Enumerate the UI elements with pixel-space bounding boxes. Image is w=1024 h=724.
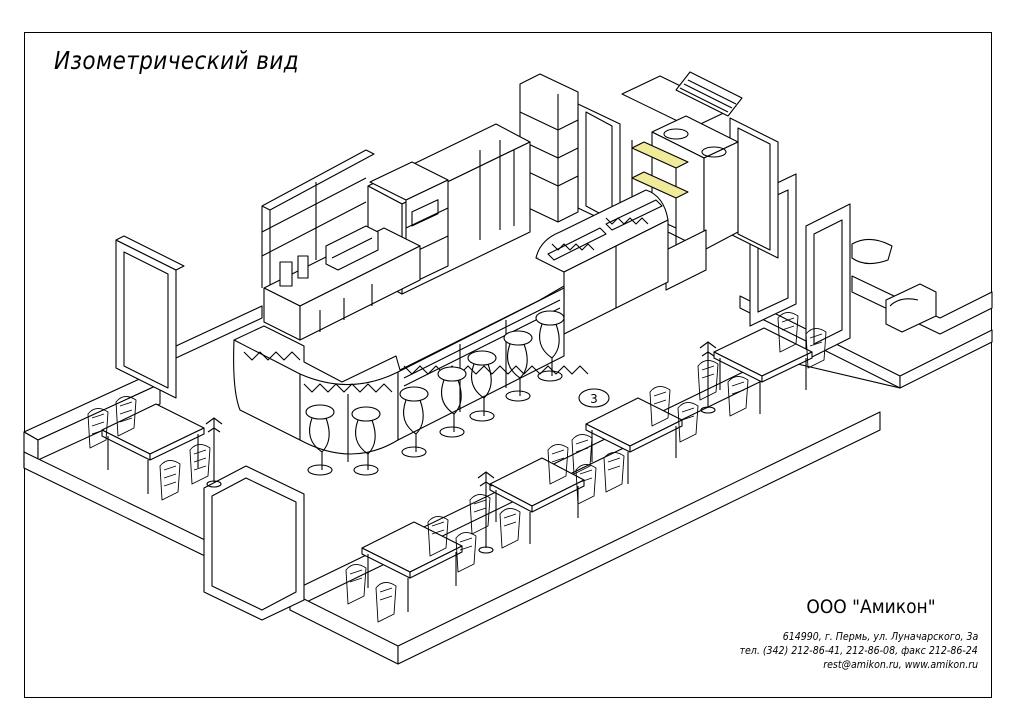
drawing-title: Изометрический вид — [54, 46, 300, 75]
company-address: 614990, г. Пермь, ул. Луначарского, 3а — [782, 631, 978, 643]
kitchen-hood — [622, 72, 742, 128]
kitchen-rack — [632, 140, 706, 290]
bar-stool — [536, 311, 564, 381]
back-bar — [262, 150, 420, 340]
dining-tables — [102, 328, 812, 612]
zone-label: 3 — [590, 392, 598, 406]
bar-stool — [468, 351, 496, 421]
bar-stool — [306, 405, 334, 475]
door-kitchen-1 — [578, 104, 620, 228]
zone-marker — [579, 389, 609, 407]
coat-stands — [206, 342, 716, 553]
door-right-2 — [806, 204, 850, 360]
bar-stool — [400, 387, 428, 457]
drawing-frame — [24, 32, 992, 698]
dining-table — [102, 404, 204, 494]
company-contacts: rest@amikon.ru, www.amikon.ru — [823, 659, 978, 671]
bar-stool — [352, 407, 380, 475]
dining-table — [714, 328, 812, 414]
chairs — [88, 312, 826, 622]
door-left — [116, 236, 184, 398]
company-name: ООО "Амикон" — [806, 596, 936, 618]
dining-table — [586, 398, 682, 484]
dining-table — [490, 458, 584, 544]
bar-stools — [306, 311, 564, 475]
company-phones: тел. (342) 212-86-41, 212-86-08, факс 21… — [739, 645, 978, 657]
display-case — [536, 190, 668, 334]
door-front — [204, 466, 304, 620]
cooking-line — [368, 124, 530, 294]
door-kitchen-2 — [730, 118, 778, 258]
restroom-fixtures — [852, 239, 936, 332]
bar-stool — [438, 367, 466, 437]
dining-table — [362, 522, 462, 612]
bar-stool — [504, 331, 532, 401]
